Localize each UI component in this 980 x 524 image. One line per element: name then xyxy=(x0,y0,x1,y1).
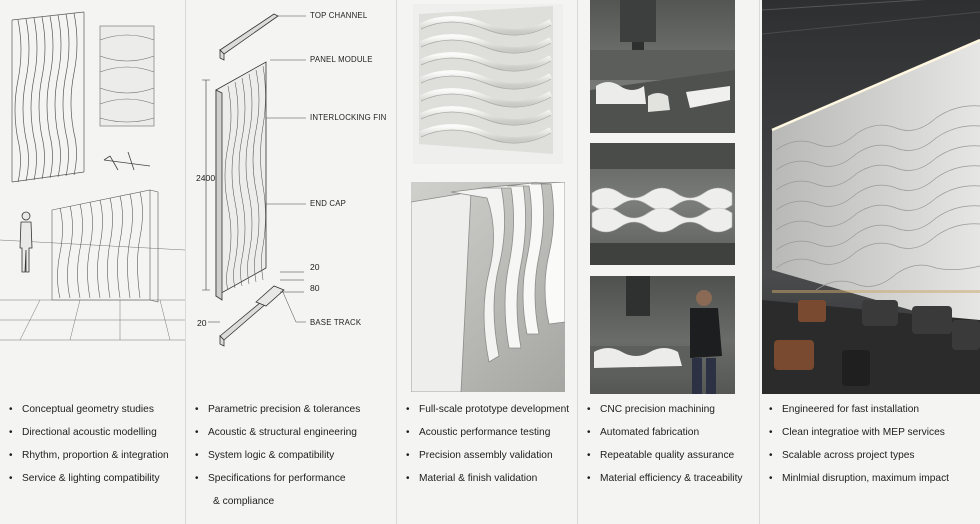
prototype-column: Full-scale prototype development Acousti… xyxy=(397,0,577,524)
list-item: Acoustic performance testing xyxy=(397,421,577,444)
list-item: Material efficiency & traceability xyxy=(578,467,759,490)
list-item: Automated fabrication xyxy=(578,421,759,444)
column-divider xyxy=(577,0,578,524)
list-item: Clean integratioe with MEP services xyxy=(760,421,980,444)
cnc-machine-photo xyxy=(590,0,735,133)
list-item: Repeatable quality assurance xyxy=(578,444,759,467)
label-base-track: BASE TRACK xyxy=(310,318,362,327)
list-item: Precision assembly validation xyxy=(397,444,577,467)
dimension-20-top: 20 xyxy=(310,262,320,272)
column-divider xyxy=(759,0,760,524)
installation-bullets: Engineered for fast installation Clean i… xyxy=(760,398,980,490)
list-item: Service & lighting compatibility xyxy=(0,467,185,490)
prototype-fins-image xyxy=(411,182,565,392)
list-item: Specifications for performance xyxy=(186,467,396,490)
list-item: Conceptual geometry studies xyxy=(0,398,185,421)
list-item: CNC precision machining xyxy=(578,398,759,421)
prototype-bullets: Full-scale prototype development Acousti… xyxy=(397,398,577,490)
list-item: Directional acoustic modelling xyxy=(0,421,185,444)
label-panel-module: PANEL MODULE xyxy=(310,55,373,64)
concept-bullets: Conceptual geometry studies Directional … xyxy=(0,398,185,490)
technician-photo xyxy=(590,276,735,394)
dimension-80: 80 xyxy=(310,283,320,293)
concept-sketches xyxy=(0,11,185,341)
automated-fabrication-photo xyxy=(590,143,735,265)
fabrication-bullets: CNC precision machining Automated fabric… xyxy=(578,398,759,490)
list-item: System logic & compatibility xyxy=(186,444,396,467)
dimension-height: 2400 xyxy=(196,173,216,183)
list-item: Minlmial disruption, maximum impact xyxy=(760,467,980,490)
installation-column: Engineered for fast installation Clean i… xyxy=(760,0,980,524)
exploded-diagram xyxy=(202,13,306,347)
list-item: Parametric precision & tolerances xyxy=(186,398,396,421)
list-item: Material & finish validation xyxy=(397,467,577,490)
list-item: Full-scale prototype development xyxy=(397,398,577,421)
column-divider xyxy=(396,0,397,524)
column-divider xyxy=(185,0,186,524)
installed-lounge-photo xyxy=(762,0,980,394)
list-item: Rhythm, proportion & integration xyxy=(0,444,185,467)
list-item: Engineered for fast installation xyxy=(760,398,980,421)
prototype-panel-image xyxy=(413,4,563,164)
label-end-cap: END CAP xyxy=(310,199,347,208)
list-item: & compliance xyxy=(213,496,275,507)
label-top-channel: TOP CHANNEL xyxy=(310,11,368,20)
concept-column: Conceptual geometry studies Directional … xyxy=(0,0,185,524)
list-item: Scalable across project types xyxy=(760,444,980,467)
list-item: Acoustic & structural engineering xyxy=(186,421,396,444)
fabrication-column: CNC precision machining Automated fabric… xyxy=(578,0,759,524)
label-interlocking-fin: INTERLOCKING FIN xyxy=(310,113,387,122)
dimension-20-base: 20 xyxy=(197,318,207,328)
engineering-column: TOP CHANNEL PANEL MODULE INTERLOCKING FI… xyxy=(186,0,396,524)
engineering-bullets: Parametric precision & tolerances Acoust… xyxy=(186,398,396,513)
